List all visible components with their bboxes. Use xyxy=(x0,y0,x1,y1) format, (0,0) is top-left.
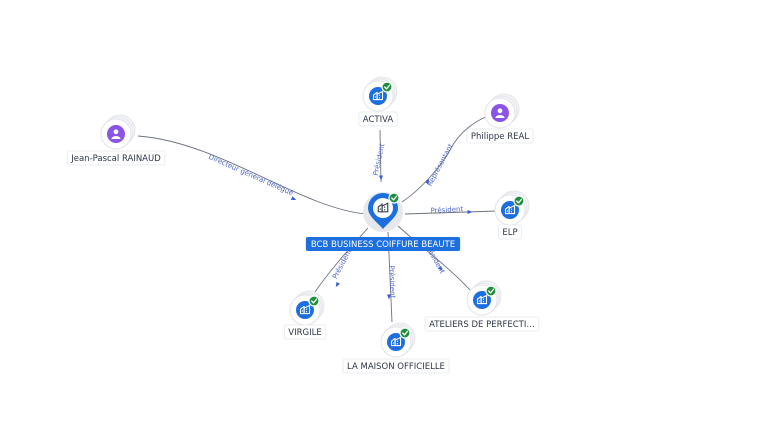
node-name: Jean-Pascal RAINAUD xyxy=(70,154,161,164)
arrow-icon xyxy=(290,196,297,201)
edge-line xyxy=(314,227,369,293)
node-name: ACTIVA xyxy=(363,115,394,125)
node-label[interactable]: ATELIERS DE PERFECTI… xyxy=(424,316,540,332)
verified-check-icon xyxy=(513,195,525,207)
person-icon xyxy=(111,129,121,139)
edge-line xyxy=(404,210,498,215)
edge-line xyxy=(137,135,367,215)
edge-label: Président xyxy=(331,248,354,281)
edge-elp: Président xyxy=(404,205,498,215)
edges-layer: Président Représentant Directeur général d… xyxy=(137,115,498,323)
node-label[interactable]: Philippe REAL xyxy=(466,128,534,144)
node-label[interactable]: VIRGILE xyxy=(283,324,327,340)
arrow-icon xyxy=(425,178,430,185)
edge-label: Président xyxy=(387,265,396,298)
verified-check-icon xyxy=(399,327,411,339)
center-node[interactable]: BCB BUSINESS COIFFURE BEAUTE xyxy=(305,192,461,251)
edge-label: Directeur général délégué xyxy=(207,153,294,198)
node-name: VIRGILE xyxy=(288,328,321,338)
node-ateliers[interactable]: ATELIERS DE PERFECTI… xyxy=(424,280,540,332)
verified-check-icon xyxy=(485,285,497,297)
node-label[interactable]: Jean-Pascal RAINAUD xyxy=(66,150,166,166)
company-building-icon xyxy=(372,90,384,101)
node-activa[interactable]: ACTIVA xyxy=(358,76,398,127)
company-building-icon xyxy=(390,336,402,347)
arrow-icon xyxy=(379,175,383,181)
center-label[interactable]: BCB BUSINESS COIFFURE BEAUTE xyxy=(305,237,461,251)
arrow-icon xyxy=(335,281,340,288)
arrow-icon xyxy=(437,265,443,271)
node-label[interactable]: LA MAISON OFFICIELLE xyxy=(342,358,450,374)
company-building-icon xyxy=(377,202,389,213)
node-name: LA MAISON OFFICIELLE xyxy=(347,362,445,372)
node-label[interactable]: ACTIVA xyxy=(358,111,398,127)
nodes-layer: ACTIVA Philippe REAL Jean-Pascal RAINAUD EL… xyxy=(66,76,540,374)
node-real[interactable]: Philippe REAL xyxy=(466,93,534,144)
edge-line xyxy=(379,129,382,183)
center-name: BCB BUSINESS COIFFURE BEAUTE xyxy=(311,240,455,250)
arrow-icon xyxy=(467,210,473,214)
company-building-icon xyxy=(504,204,516,215)
verified-check-icon xyxy=(388,192,400,204)
node-name: ELP xyxy=(502,228,517,238)
company-building-icon xyxy=(299,304,311,315)
node-maison[interactable]: LA MAISON OFFICIELLE xyxy=(342,322,450,374)
arrow-icon xyxy=(387,294,391,300)
edge-ateliers: Président xyxy=(397,225,471,291)
node-virgile[interactable]: VIRGILE xyxy=(283,290,327,340)
edge-label: Président xyxy=(430,205,463,215)
edge-activa: Président xyxy=(372,129,387,183)
company-building-icon xyxy=(476,294,488,305)
node-elp[interactable]: ELP xyxy=(494,190,530,240)
edge-line xyxy=(397,225,471,291)
node-label[interactable]: ELP xyxy=(497,224,523,240)
node-name: ATELIERS DE PERFECTI… xyxy=(429,320,535,330)
node-name: Philippe REAL xyxy=(471,132,529,142)
node-rainaud[interactable]: Jean-Pascal RAINAUD xyxy=(66,114,166,166)
verified-check-icon xyxy=(308,295,320,307)
edge-label: Président xyxy=(372,143,387,177)
person-icon xyxy=(495,108,505,118)
edge-rainaud: Directeur général délégué xyxy=(137,135,367,215)
edge-line xyxy=(401,115,489,203)
edge-label: Représentant xyxy=(426,142,455,187)
verified-check-icon xyxy=(381,81,393,93)
